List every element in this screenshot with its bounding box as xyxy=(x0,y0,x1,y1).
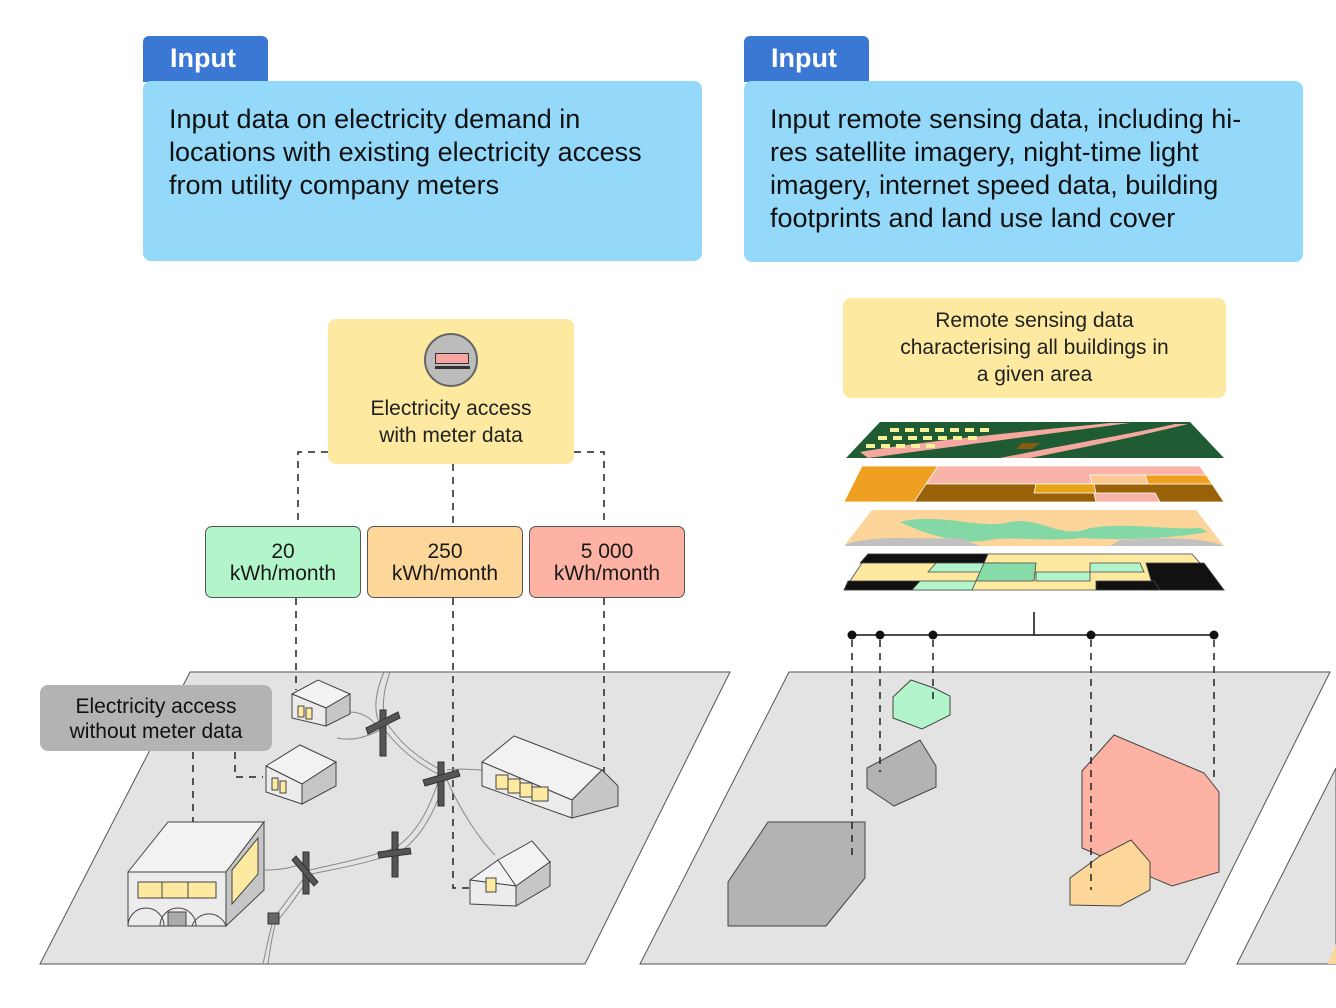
consumption-unit: kWh/month xyxy=(229,562,337,585)
electricity-meter-icon xyxy=(424,333,478,387)
land-use-land-cover-layer xyxy=(844,510,1224,546)
meter-connectors xyxy=(192,451,605,889)
house-small-1 xyxy=(290,679,352,727)
meter-label-line1: Electricity access xyxy=(370,397,532,420)
meter-data-box: Electricity access with meter data xyxy=(328,319,574,464)
utility-poles xyxy=(267,709,461,925)
consumption-value: 20 xyxy=(271,540,295,563)
input-tab-left: Input xyxy=(143,36,268,82)
remote-sensing-box: Remote sensing data characterising all b… xyxy=(843,298,1226,398)
consumption-box-low: 20 kWh/month xyxy=(205,526,361,598)
pole-2 xyxy=(437,761,445,807)
consumption-unit: kWh/month xyxy=(391,562,499,585)
connector-dots xyxy=(847,630,1219,640)
input-description-right: Input remote sensing data, including hi-… xyxy=(744,81,1303,262)
consumption-value: 5 000 xyxy=(580,540,634,563)
remote-line3: a given area xyxy=(976,363,1093,386)
consumption-box-high: 5 000 kWh/month xyxy=(529,526,685,598)
pole-1 xyxy=(379,709,387,757)
consumption-unit: kWh/month xyxy=(553,562,661,585)
no-meter-data-label: Electricity access without meter data xyxy=(40,685,272,751)
night-time-light-layer xyxy=(843,465,1225,503)
house-small-2 xyxy=(264,744,338,805)
building-large xyxy=(126,820,266,928)
input-tab-right: Input xyxy=(744,36,869,82)
footprint-dashed-links xyxy=(851,640,1215,890)
consumption-value: 250 xyxy=(427,540,463,563)
consumption-box-medium: 250 kWh/month xyxy=(367,526,523,598)
house-long xyxy=(481,735,619,819)
junction-box xyxy=(267,912,280,925)
house-small-3 xyxy=(468,840,552,907)
no-meter-line2: without meter data xyxy=(69,720,243,743)
satellite-imagery-layer xyxy=(846,422,1224,458)
footprint-gray-small xyxy=(866,739,937,807)
building-connectors xyxy=(851,612,1214,636)
footprint-green xyxy=(892,679,951,730)
remote-line1: Remote sensing data xyxy=(935,309,1134,332)
remote-line2: characterising all buildings in xyxy=(900,336,1169,359)
internet-speed-layer xyxy=(843,553,1225,591)
no-meter-line1: Electricity access xyxy=(75,695,237,718)
footprint-gray-large xyxy=(727,821,866,927)
footprint-orange xyxy=(1069,839,1151,907)
input-description-left: Input data on electricity demand in loca… xyxy=(143,81,702,261)
meter-label-line2: with meter data xyxy=(379,424,523,447)
ground-plane-partial xyxy=(1236,767,1336,965)
partial-footprint xyxy=(1328,944,1336,964)
